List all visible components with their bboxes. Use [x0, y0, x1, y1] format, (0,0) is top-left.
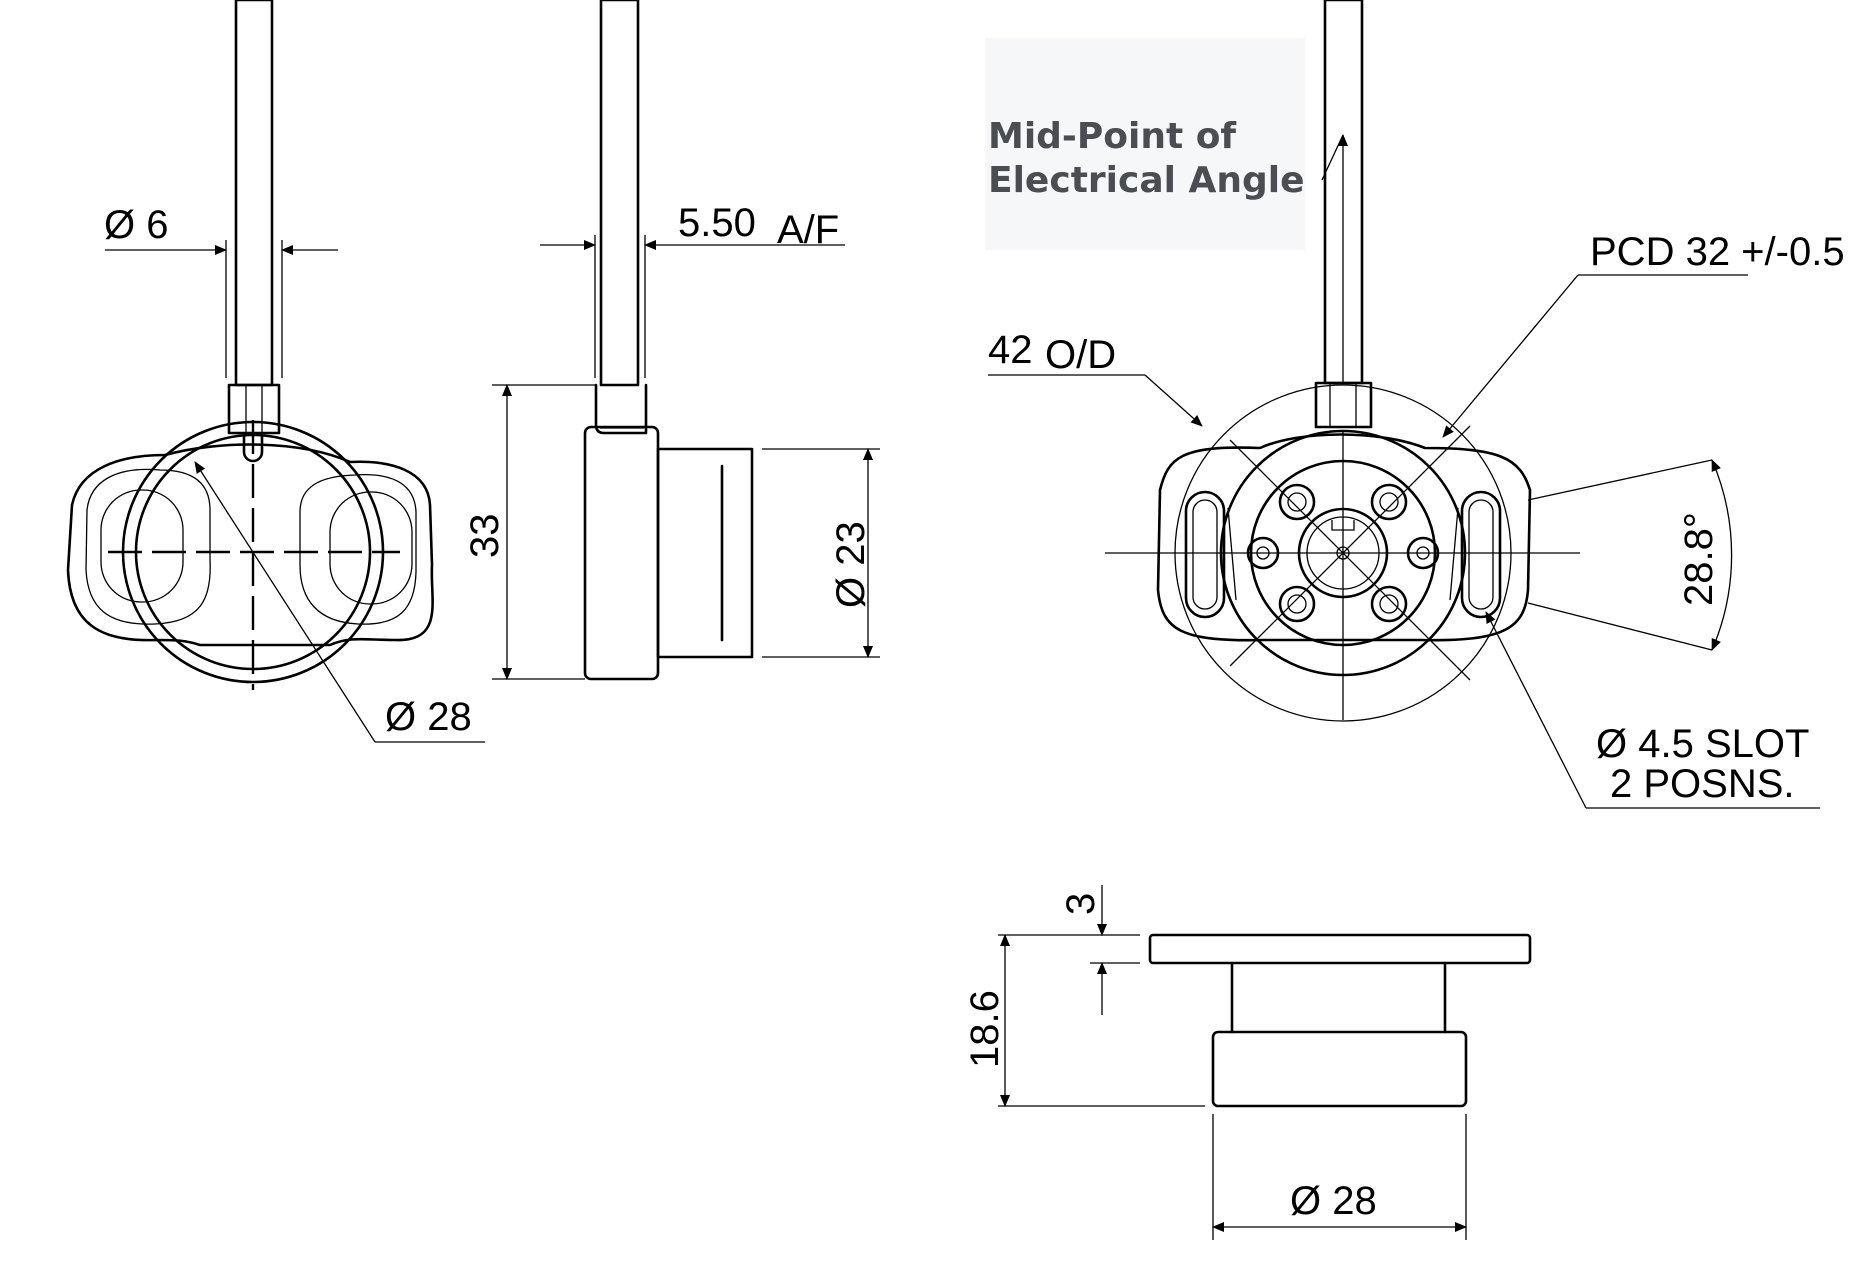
side-body-diameter-label: Ø 23 [829, 521, 873, 608]
bottom-view [998, 885, 1532, 1240]
flange-thickness-label: 3 [1059, 893, 1103, 915]
slot-label-line2: 2 POSNS. [1610, 762, 1795, 806]
front-view [66, 0, 485, 743]
top-view [988, 0, 1820, 809]
flat-width-label: 5.50 [678, 201, 756, 245]
angle-label: 28.8° [1677, 512, 1721, 606]
side-view [492, 0, 880, 681]
outer-diameter-label: 42 [988, 328, 1033, 372]
mid-point-note-line2: Electrical Angle [988, 160, 1305, 201]
slot-label-line1: Ø 4.5 SLOT [1596, 722, 1809, 766]
base-diameter-label: Ø 28 [1290, 1179, 1377, 1223]
overall-height-label: 18.6 [963, 990, 1007, 1068]
height-label: 33 [463, 514, 507, 559]
shaft-diameter-label: Ø 6 [104, 203, 168, 247]
pcd-label: PCD 32 +/-0.5 [1590, 230, 1845, 274]
flat-unit-label: A/F [777, 208, 839, 252]
mid-point-note-line1: Mid-Point of [988, 116, 1236, 157]
note-background [985, 38, 1305, 250]
outer-diameter-unit-label: O/D [1045, 333, 1116, 377]
front-body-diameter-label: Ø 28 [385, 695, 472, 739]
